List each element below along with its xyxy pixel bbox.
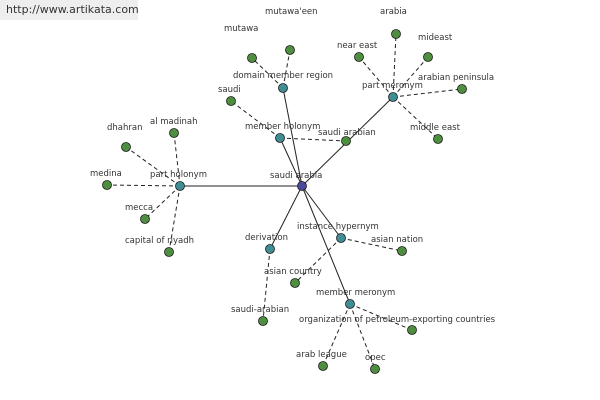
node-saudi-arabia[interactable]	[297, 181, 307, 191]
label-domain-member-region[interactable]: domain member region	[233, 71, 333, 81]
label-near-east[interactable]: near east	[337, 41, 378, 51]
edge-part-meronym-middle-east	[392, 96, 439, 140]
edge-part-meronym-arabian-peninsula	[392, 88, 463, 98]
label-part-meronym[interactable]: part meronym	[362, 81, 423, 91]
node-opec-org[interactable]	[407, 325, 417, 335]
node-saudi-arabian-1[interactable]	[341, 136, 351, 146]
site-url-banner[interactable]: http://www.artikata.com	[0, 0, 139, 20]
edge-domain-member-region-mutawa-een	[282, 49, 291, 89]
label-saudi-arabia[interactable]: saudi arabia	[270, 171, 322, 181]
site-url-text: http://www.artikata.com	[6, 3, 139, 16]
node-saudi[interactable]	[226, 96, 236, 106]
edge-part-holonym-mecca	[144, 185, 181, 220]
node-opec[interactable]	[370, 364, 380, 374]
graph-nodes	[102, 29, 467, 374]
node-part-holonym[interactable]	[175, 181, 185, 191]
edge-part-meronym-near-east	[358, 56, 394, 98]
edge-part-meronym-arabia	[392, 33, 397, 98]
label-mecca[interactable]: mecca	[125, 203, 153, 213]
edge-member-meronym-opec-org	[349, 303, 413, 331]
node-asian-country[interactable]	[290, 278, 300, 288]
node-dhahran[interactable]	[121, 142, 131, 152]
edge-part-holonym-medina	[106, 184, 181, 187]
node-al-madinah[interactable]	[169, 128, 179, 138]
edge-saudi-arabia-member-holonym	[279, 137, 303, 187]
edge-member-meronym-opec	[349, 303, 376, 370]
label-arabian-peninsula[interactable]: arabian peninsula	[418, 73, 494, 83]
label-derivation[interactable]: derivation	[245, 233, 288, 243]
node-arabia[interactable]	[391, 29, 401, 39]
label-al-madinah[interactable]: al madinah	[150, 117, 198, 127]
label-asian-country[interactable]: asian country	[264, 267, 322, 277]
label-opec-org[interactable]: organization of petroleum-exporting coun…	[299, 315, 496, 325]
node-derivation[interactable]	[265, 244, 275, 254]
node-part-meronym[interactable]	[388, 92, 398, 102]
edge-member-holonym-saudi-arabian-1	[279, 137, 347, 142]
node-medina[interactable]	[102, 180, 112, 190]
label-capital-of-riyadh[interactable]: capital of riyadh	[125, 236, 194, 246]
edge-saudi-arabia-domain-member-region	[282, 87, 303, 187]
label-member-meronym[interactable]: member meronym	[316, 288, 395, 298]
node-near-east[interactable]	[354, 52, 364, 62]
node-instance-hypernym[interactable]	[336, 233, 346, 243]
node-arabian-peninsula[interactable]	[457, 84, 467, 94]
graph-edges	[106, 33, 463, 370]
label-opec[interactable]: opec	[365, 353, 386, 363]
edge-instance-hypernym-asian-country	[294, 237, 342, 284]
label-asian-nation[interactable]: asian nation	[371, 235, 423, 245]
label-arab-league[interactable]: arab league	[296, 350, 347, 360]
node-domain-member-region[interactable]	[278, 83, 288, 93]
edge-member-meronym-arab-league	[322, 303, 351, 367]
label-middle-east[interactable]: middle east	[410, 123, 461, 133]
node-mutawa-een[interactable]	[285, 45, 295, 55]
node-middle-east[interactable]	[433, 134, 443, 144]
node-member-holonym[interactable]	[275, 133, 285, 143]
label-arabia[interactable]: arabia	[380, 7, 407, 17]
label-saudi-arabian-1[interactable]: saudi arabian	[318, 128, 376, 138]
node-mideast[interactable]	[423, 52, 433, 62]
label-saudi-arabian-2[interactable]: saudi-arabian	[231, 305, 289, 315]
edge-member-holonym-saudi	[230, 100, 281, 139]
label-part-holonym[interactable]: part holonym	[150, 170, 207, 180]
label-mutawa[interactable]: mutawa	[224, 24, 258, 34]
graph-labels: mutawa'een mutawa domain member region arab…	[90, 7, 496, 363]
edge-saudi-arabia-derivation	[269, 185, 303, 250]
label-mideast[interactable]: mideast	[418, 33, 453, 43]
node-mutawa[interactable]	[247, 53, 257, 63]
edge-domain-member-region-mutawa	[251, 57, 284, 89]
label-mutawa-een[interactable]: mutawa'een	[265, 7, 318, 17]
edge-part-holonym-dhahran	[125, 146, 181, 187]
edge-saudi-arabia-member-meronym	[301, 185, 351, 305]
edge-part-meronym-mideast	[392, 56, 429, 98]
label-saudi[interactable]: saudi	[218, 85, 241, 95]
edge-instance-hypernym-asian-nation	[340, 237, 403, 252]
node-member-meronym[interactable]	[345, 299, 355, 309]
label-member-holonym[interactable]: member holonym	[245, 122, 320, 132]
label-dhahran[interactable]: dhahran	[107, 123, 142, 133]
node-mecca[interactable]	[140, 214, 150, 224]
edge-part-holonym-al-madinah	[173, 132, 181, 187]
node-arab-league[interactable]	[318, 361, 328, 371]
edge-saudi-arabia-instance-hypernym	[301, 185, 342, 239]
node-saudi-arabian-2[interactable]	[258, 316, 268, 326]
label-medina[interactable]: medina	[90, 169, 122, 179]
edge-derivation-saudi-arabian-2	[262, 248, 271, 322]
label-instance-hypernym[interactable]: instance hypernym	[297, 222, 379, 232]
node-asian-nation[interactable]	[397, 246, 407, 256]
node-capital-of-riyadh[interactable]	[164, 247, 174, 257]
